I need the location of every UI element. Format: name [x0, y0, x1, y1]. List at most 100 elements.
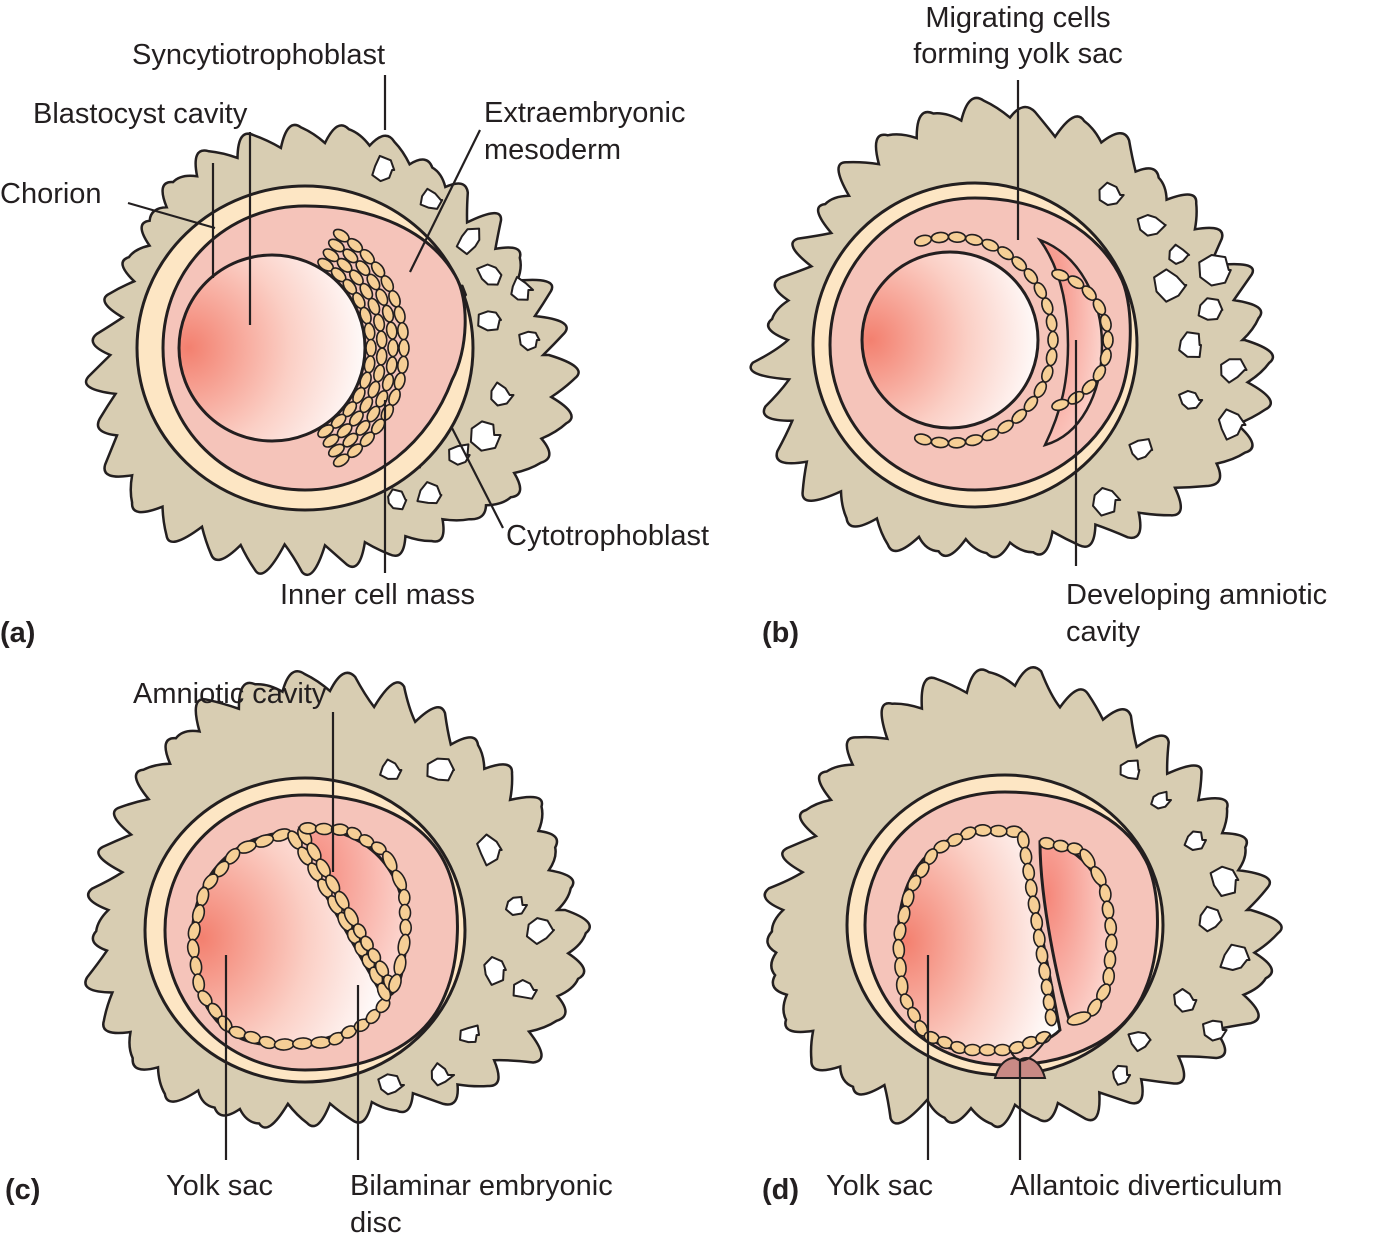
cell: [1102, 967, 1116, 987]
lacuna: [1092, 487, 1122, 517]
cell: [388, 973, 402, 994]
cell: [314, 822, 334, 836]
cell: [273, 1038, 295, 1051]
cell: [375, 330, 388, 349]
disc-cells-d: [1016, 830, 1058, 1027]
lacuna: [490, 381, 515, 407]
cell: [1102, 330, 1114, 350]
connecting-stalk-d: [1009, 1034, 1051, 1062]
lacuna: [1168, 243, 1191, 265]
label-migrating-cells-2: forming yolk sac: [913, 38, 1123, 70]
cell: [327, 443, 345, 458]
lacuna: [476, 263, 503, 286]
amnion-cells-d: [1038, 836, 1118, 1026]
label-yolk-sac-c: Yolk sac: [166, 1170, 273, 1202]
leader-lines: [127, 75, 1078, 1160]
lacuna: [1220, 358, 1248, 384]
panel-c-embryo: [84, 670, 591, 1129]
lacuna: [426, 757, 455, 782]
cell: [989, 824, 1008, 838]
yolk-sac-cells-d: [892, 823, 1052, 1057]
lacuna: [483, 956, 507, 986]
lacuna: [1198, 254, 1232, 287]
cell: [292, 1037, 313, 1050]
panel-tag-d: (d): [762, 1174, 800, 1206]
lacuna: [1098, 181, 1125, 206]
cell: [1103, 950, 1117, 970]
lacuna: [379, 758, 403, 780]
label-extraembryonic-1: Extraembryonic: [484, 97, 686, 129]
cell: [332, 453, 350, 468]
lacuna: [1112, 1064, 1132, 1086]
lacuna: [512, 979, 538, 1000]
lacuna: [469, 420, 502, 452]
cell: [993, 1043, 1012, 1057]
cell: [1047, 330, 1059, 350]
yolk-sac-forming-b: [860, 250, 1040, 430]
amnion-cells-b: [1051, 268, 1114, 412]
label-blastocyst-cavity: Blastocyst cavity: [33, 98, 248, 130]
label-cytotrophoblast: Cytotrophoblast: [506, 520, 710, 552]
cell: [365, 338, 377, 358]
cell: [398, 338, 410, 358]
lacuna: [416, 481, 443, 505]
label-migrating-cells-1: Migrating cells: [925, 2, 1111, 34]
lacuna: [477, 310, 502, 332]
lacuna: [1127, 1031, 1152, 1053]
cell: [310, 1036, 332, 1049]
label-allantoic-diverticulum: Allantoic diverticulum: [1010, 1170, 1283, 1202]
lacuna: [510, 276, 535, 301]
lacuna: [387, 488, 408, 511]
cell: [913, 433, 933, 446]
cell: [1066, 1011, 1092, 1026]
inner-cell-mass-a: [317, 228, 410, 468]
lacuna: [505, 896, 528, 916]
lacuna: [525, 917, 555, 945]
lacuna: [1217, 408, 1247, 441]
panel-tag-a: (a): [0, 617, 36, 649]
cell: [1104, 933, 1118, 953]
lacuna: [518, 330, 541, 352]
lacuna: [1173, 988, 1198, 1013]
lacuna: [1119, 759, 1141, 780]
cell: [375, 347, 388, 366]
lacuna: [377, 1073, 405, 1096]
lacuna: [1219, 943, 1251, 971]
yolk-sac-cells-c: [186, 828, 391, 1051]
lacuna: [459, 1024, 480, 1044]
lacuna: [419, 187, 444, 210]
label-inner-cell-mass: Inner cell mass: [280, 579, 476, 611]
label-syncytiotrophoblast: Syncytiotrophoblast: [132, 39, 386, 71]
blastocyst-cavity-a: [177, 253, 367, 443]
panel-d-embryo: [763, 666, 1283, 1129]
migrating-cells-b: [913, 231, 1059, 449]
lacunae-c: [377, 757, 555, 1096]
label-yolk-sac-d: Yolk sac: [826, 1170, 933, 1202]
label-bilaminar-1: Bilaminar embryonic: [350, 1170, 613, 1202]
lacuna: [1202, 1019, 1228, 1042]
label-developing-amniotic-1: Developing amniotic: [1066, 579, 1328, 611]
lacuna: [1153, 268, 1188, 303]
lacuna: [1178, 331, 1202, 358]
cell: [963, 1043, 982, 1057]
lacuna: [476, 833, 503, 867]
panel-a-embryo: [84, 123, 580, 577]
panel-tag-b: (b): [762, 617, 800, 649]
cell: [317, 424, 335, 439]
lacunae-d: [1112, 759, 1251, 1086]
lacuna: [371, 154, 396, 183]
cell: [947, 231, 967, 244]
label-developing-amniotic-2: cavity: [1066, 616, 1141, 648]
lacuna: [430, 1062, 456, 1087]
lacuna: [1197, 297, 1224, 321]
label-chorion: Chorion: [0, 178, 102, 210]
label-amniotic-cavity: Amniotic cavity: [133, 678, 327, 710]
panel-tag-c: (c): [5, 1174, 41, 1206]
lacuna: [455, 227, 481, 256]
lacuna: [1178, 389, 1204, 410]
lacuna: [1150, 790, 1172, 810]
cell: [973, 823, 992, 837]
cell: [1044, 1008, 1058, 1027]
cell: [298, 821, 318, 835]
